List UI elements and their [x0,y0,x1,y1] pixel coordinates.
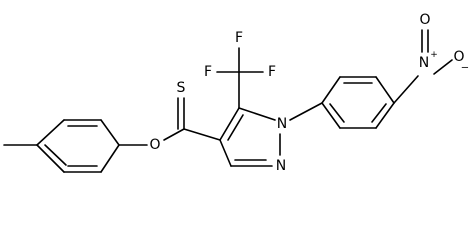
bond-np-6 [321,76,341,104]
atom-labels: F F F N N S O N + O O − [149,12,469,174]
charge-minus: − [461,63,469,74]
atom-nitro-o-top: O [419,12,430,28]
atom-nitro-o-bottom: O [453,49,464,65]
atom-ester-o: O [149,137,160,153]
bond-c4-c5-inner [227,114,244,141]
bond-c3-c4 [219,139,232,167]
bond-c4-c5 [219,107,240,141]
bond-tolyl-6 [36,144,65,173]
atom-f-right: F [268,64,276,80]
bond-o-c [163,128,185,141]
bond-np-3-inner [371,103,387,123]
bond-c-c4 [183,128,221,141]
bond-np-1-inner [329,103,345,123]
bond-tolyl-4 [100,144,120,173]
molecule-structure: F F F N N S O N + O O − [3,12,469,174]
atom-n1: N [277,116,287,132]
bond-nitro-o-bottom [433,59,453,75]
bond-np-1 [321,102,341,129]
bond-c5-n1 [238,107,276,121]
bond-n1-aryl [289,102,323,121]
atom-f-top: F [235,30,243,46]
bond-tolyl-3 [100,119,120,146]
atom-thio-s: S [177,80,186,96]
atom-n2: N [276,158,286,174]
atom-nitro-n: N [419,55,429,71]
bond-np-3 [375,102,395,129]
atom-f-left: F [204,64,212,80]
bond-aryl-nitro [393,75,419,104]
bond-set [3,29,453,173]
bond-np-4 [375,76,395,104]
charge-plus: + [430,50,438,60]
bond-tolyl-6-inner [44,144,67,166]
bond-tolyl-1 [36,119,65,146]
